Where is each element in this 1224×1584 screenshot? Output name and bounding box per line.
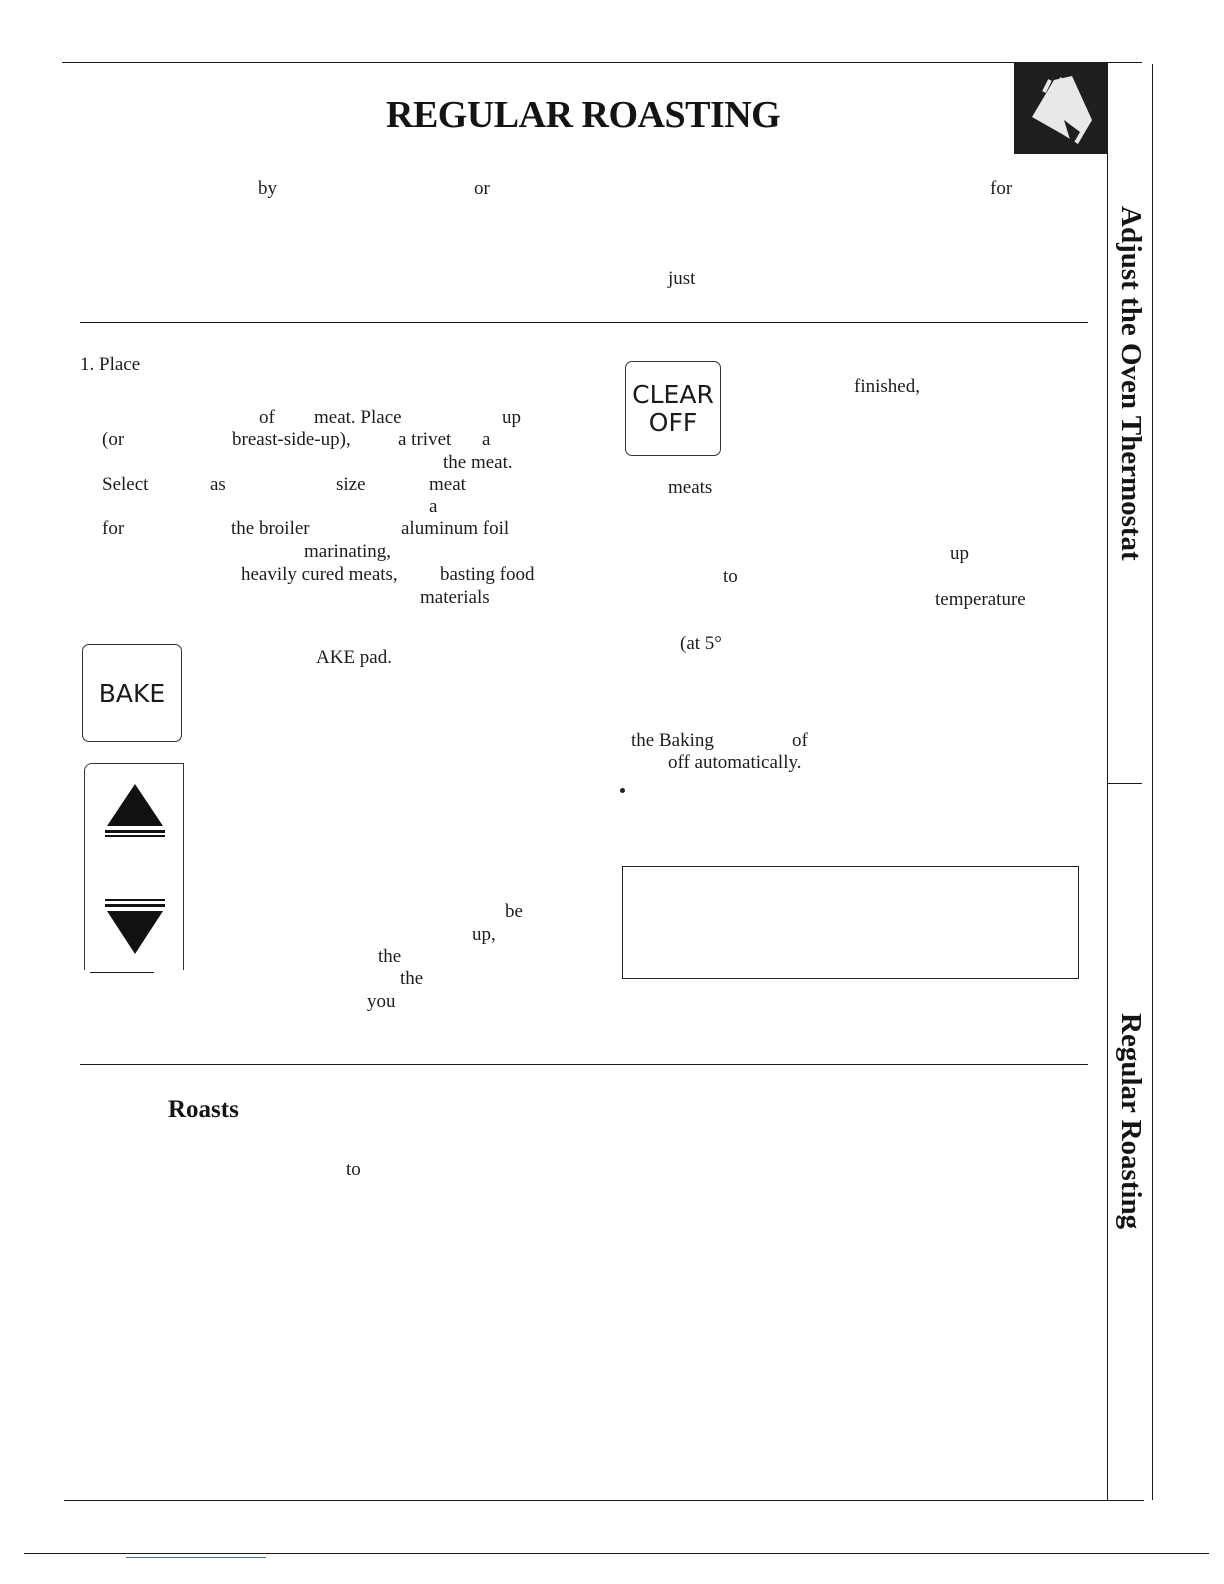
side-tab-inner-rule: [1107, 150, 1108, 1500]
step-text: the broiler: [231, 518, 310, 539]
intro-word: by: [258, 178, 277, 199]
step-text: you: [367, 991, 396, 1012]
section-divider-rule: [80, 1064, 1088, 1065]
hand-pointer-icon: [1014, 62, 1108, 154]
step-text: meat: [429, 474, 466, 495]
up-down-arrows-icon: [105, 784, 165, 954]
step-text: a: [482, 429, 491, 450]
step-text: basting food: [440, 564, 535, 585]
bake-pad: BAKE: [82, 644, 182, 742]
intro-word: or: [474, 178, 490, 199]
section-heading-roasts: Roasts: [168, 1096, 239, 1123]
step-text: to: [723, 566, 738, 587]
right-border-rule: [1152, 64, 1153, 1500]
step-text: the meat.: [443, 452, 513, 473]
arrow-pad-base-rule: [90, 972, 154, 973]
step-text: the: [400, 968, 424, 989]
step-text: 1. Place: [80, 354, 141, 375]
step-text: heavily cured meats,: [241, 564, 398, 585]
footer-mark: [126, 1557, 266, 1558]
step-text: breast-side-up),: [232, 429, 351, 450]
clear-off-pad-line2: OFF: [648, 407, 698, 437]
side-tab-regular-roasting: Regular Roasting: [1115, 1013, 1147, 1230]
bake-pad-label: BAKE: [98, 678, 166, 708]
footer-rule: [24, 1553, 1209, 1554]
step-text: be: [505, 901, 523, 922]
step-text: up,: [472, 924, 496, 945]
clear-off-pad-line1: CLEAR: [632, 379, 714, 409]
step-text: Select: [102, 474, 149, 495]
bullet-mark: [620, 788, 625, 793]
step-text: materials: [420, 587, 490, 608]
step-text: up: [502, 407, 521, 428]
intro-word: for: [990, 178, 1013, 199]
step-text: (at 5°: [680, 633, 722, 654]
side-tab-divider: [1108, 783, 1142, 784]
step-text: (or: [102, 429, 125, 450]
step-text: meats: [668, 477, 713, 498]
step-text: a: [429, 496, 438, 517]
step-text: the Baking: [631, 730, 714, 751]
top-rule: [62, 62, 1142, 63]
step-text: the: [378, 946, 402, 967]
intro-word: just: [668, 268, 696, 289]
step-text: as: [210, 474, 226, 495]
clear-off-pad: CLEAR OFF: [625, 361, 721, 456]
step-text: for: [102, 518, 125, 539]
step-text: marinating,: [304, 541, 392, 562]
side-tab-adjust-thermostat: Adjust the Oven Thermostat: [1115, 206, 1147, 561]
step-text: aluminum foil: [401, 518, 510, 539]
step-text: of: [259, 407, 275, 428]
temperature-arrow-pad: [84, 763, 184, 970]
step-text: size: [336, 474, 366, 495]
step-text: temperature: [935, 589, 1026, 610]
bottom-rule: [64, 1500, 1144, 1501]
intro-divider-rule: [80, 322, 1088, 323]
step-text: a trivet: [398, 429, 452, 450]
step-text: off automatically.: [668, 752, 802, 773]
section-text: to: [346, 1159, 361, 1180]
page-title: REGULAR ROASTING: [386, 94, 781, 136]
step-text: up: [950, 543, 969, 564]
step-text: AKE pad.: [316, 647, 392, 668]
step-text: meat. Place: [314, 407, 402, 428]
step-text: of: [792, 730, 808, 751]
note-box: [622, 866, 1079, 979]
step-text: finished,: [854, 376, 920, 397]
